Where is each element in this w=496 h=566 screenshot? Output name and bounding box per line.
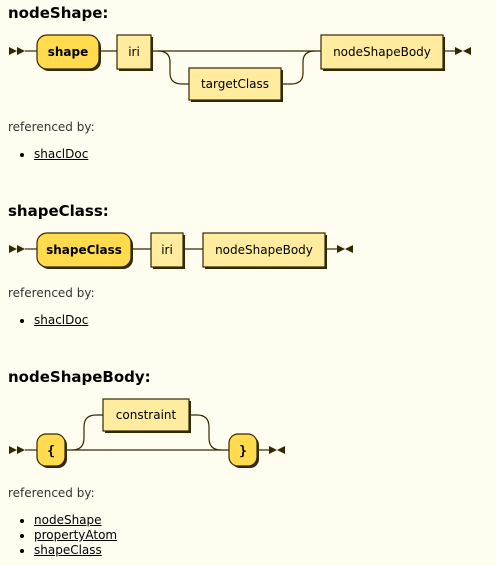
nonterminal-iri[interactable]: iri bbox=[150, 232, 185, 269]
railroad-diagram-shapeclass: shapeClass iri nodeShapeBody bbox=[9, 232, 353, 269]
start-marker-icon bbox=[9, 47, 25, 55]
reference-link[interactable]: shaclDoc bbox=[34, 313, 89, 327]
railroad-diagram-nodeshape: shape iri targetClass nodeShapeBody bbox=[9, 34, 471, 102]
list-item: nodeShape bbox=[34, 513, 117, 528]
reference-list: shaclDoc bbox=[20, 147, 88, 162]
rule-title-nodeshapebody: nodeShapeBody: bbox=[8, 368, 151, 386]
end-marker-icon bbox=[455, 47, 471, 55]
reference-link[interactable]: shapeClass bbox=[34, 543, 102, 557]
referenced-by-label: referenced by: bbox=[8, 120, 95, 134]
referenced-by-label: referenced by: bbox=[8, 286, 95, 300]
reference-link[interactable]: propertyAtom bbox=[34, 528, 118, 542]
rule-title-nodeshape: nodeShape: bbox=[8, 4, 109, 22]
reference-link[interactable]: nodeShape bbox=[34, 513, 102, 527]
nonterminal-constraint-label: constraint bbox=[116, 408, 177, 422]
start-marker-icon bbox=[9, 245, 25, 253]
reference-list: shaclDoc bbox=[20, 313, 88, 328]
nonterminal-nodeshapebody-label: nodeShapeBody bbox=[215, 243, 313, 257]
nonterminal-nodeshapebody-label: nodeShapeBody bbox=[333, 45, 431, 59]
terminal-rbrace-label: } bbox=[239, 444, 247, 459]
nonterminal-targetclass[interactable]: targetClass bbox=[188, 67, 283, 102]
nonterminal-nodeshapebody[interactable]: nodeShapeBody bbox=[202, 232, 327, 269]
list-item: shaclDoc bbox=[34, 147, 88, 162]
end-marker-icon bbox=[337, 245, 353, 253]
list-item: shaclDoc bbox=[34, 313, 88, 328]
referenced-by-label: referenced by: bbox=[8, 486, 95, 500]
terminal-rbrace[interactable]: } bbox=[228, 433, 259, 468]
nonterminal-iri[interactable]: iri bbox=[116, 34, 153, 71]
end-marker-icon bbox=[269, 446, 285, 454]
terminal-lbrace-label: { bbox=[47, 444, 55, 459]
terminal-shapeclass-label: shapeClass bbox=[46, 243, 122, 257]
nonterminal-constraint[interactable]: constraint bbox=[102, 398, 191, 433]
nonterminal-targetclass-label: targetClass bbox=[201, 77, 269, 91]
terminal-lbrace[interactable]: { bbox=[36, 433, 67, 468]
nonterminal-nodeshapebody[interactable]: nodeShapeBody bbox=[320, 34, 445, 71]
start-marker-icon bbox=[9, 446, 25, 454]
nonterminal-iri-label: iri bbox=[161, 243, 173, 257]
reference-list: nodeShape propertyAtom shapeClass bbox=[20, 513, 117, 558]
reference-link[interactable]: shaclDoc bbox=[34, 147, 89, 161]
nonterminal-iri-label: iri bbox=[128, 45, 140, 59]
railroad-diagram-nodeshapebody: { constraint } bbox=[9, 398, 285, 468]
list-item: shapeClass bbox=[34, 543, 117, 558]
list-item: propertyAtom bbox=[34, 528, 117, 543]
terminal-shapeclass[interactable]: shapeClass bbox=[36, 232, 133, 269]
rule-title-shapeclass: shapeClass: bbox=[8, 202, 109, 220]
terminal-shape-label: shape bbox=[48, 45, 89, 59]
terminal-shape[interactable]: shape bbox=[36, 34, 101, 71]
